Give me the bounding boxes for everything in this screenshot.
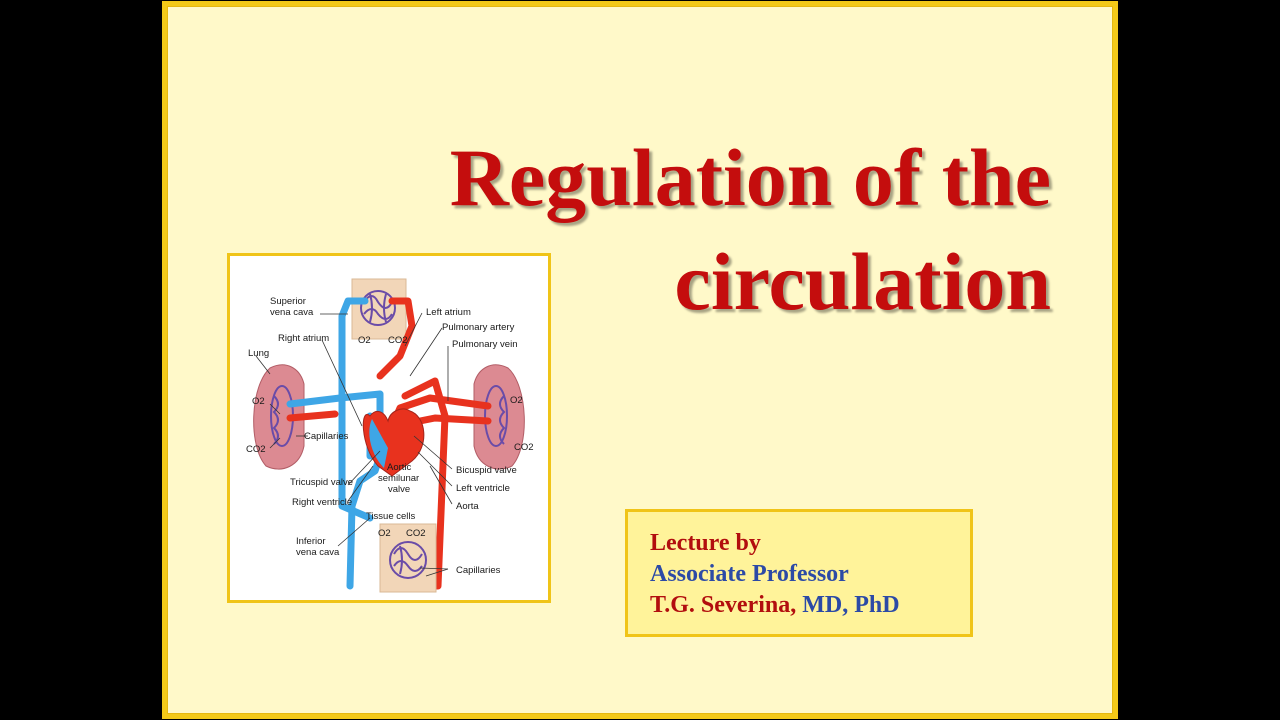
label-inferior-vena-cava-1: Inferior (296, 536, 326, 547)
label-bicuspid-valve: Bicuspid valve (456, 465, 517, 476)
label-tissue-cells: Tissue cells (366, 511, 416, 522)
title-line-1: Regulation of the (449, 132, 1051, 223)
label-lung: Lung (248, 348, 269, 359)
label-aorta: Aorta (456, 501, 479, 512)
label-capillaries-lung: Capillaries (304, 431, 349, 442)
credit-line-3: T.G. Severina, MD, PhD (650, 590, 970, 621)
label-co2-left: CO2 (246, 444, 266, 455)
circulation-diagram-svg: Superior vena cava Right atrium Lung O2 … (246, 278, 534, 593)
lecturer-degrees: MD, PhD (802, 592, 900, 618)
right-lung (473, 364, 525, 470)
label-pulmonary-artery: Pulmonary artery (442, 322, 515, 333)
label-capillaries-tissue: Capillaries (456, 565, 501, 576)
label-superior-vena-cava-2: vena cava (270, 307, 314, 318)
label-superior-vena-cava-1: Superior (270, 296, 306, 307)
label-pulmonary-vein: Pulmonary vein (452, 339, 517, 350)
label-left-atrium: Left atrium (426, 307, 471, 318)
label-aortic-1: Aortic (387, 462, 412, 473)
slide: Regulation of the circulation (162, 1, 1118, 719)
title-line-2: circulation (674, 236, 1051, 327)
lecturer-name: T.G. Severina, (650, 592, 803, 618)
label-co2-right: CO2 (514, 442, 534, 453)
label-inferior-vena-cava-2: vena cava (296, 547, 340, 558)
upper-capillary-bed (360, 290, 396, 326)
left-lung (253, 364, 305, 470)
slide-title: Regulation of the circulation (167, 126, 1051, 334)
circulation-diagram: Superior vena cava Right atrium Lung O2 … (227, 253, 551, 603)
lecturer-credit-box: Lecture by Associate Professor T.G. Seve… (625, 509, 973, 637)
label-co2-top: CO2 (388, 335, 408, 346)
label-o2-right: O2 (510, 395, 523, 406)
label-tricuspid-valve: Tricuspid valve (290, 477, 353, 488)
label-right-ventricle: Right ventricle (292, 497, 352, 508)
credit-line-2: Associate Professor (650, 561, 849, 587)
label-leaders (255, 312, 453, 577)
credit-line-1: Lecture by (650, 530, 761, 556)
label-aortic-3: valve (388, 484, 410, 495)
oxygenated-vessels (286, 297, 492, 590)
label-co2-bottom: CO2 (406, 528, 426, 539)
label-left-ventricle: Left ventricle (456, 483, 510, 494)
label-right-atrium: Right atrium (278, 333, 329, 344)
label-o2-left: O2 (252, 396, 265, 407)
label-o2-bottom: O2 (378, 528, 391, 539)
label-o2-top: O2 (358, 335, 371, 346)
heart-right-side (369, 419, 388, 468)
tissue-capillary-bed (389, 541, 427, 579)
label-aortic-2: semilunar (378, 473, 419, 484)
